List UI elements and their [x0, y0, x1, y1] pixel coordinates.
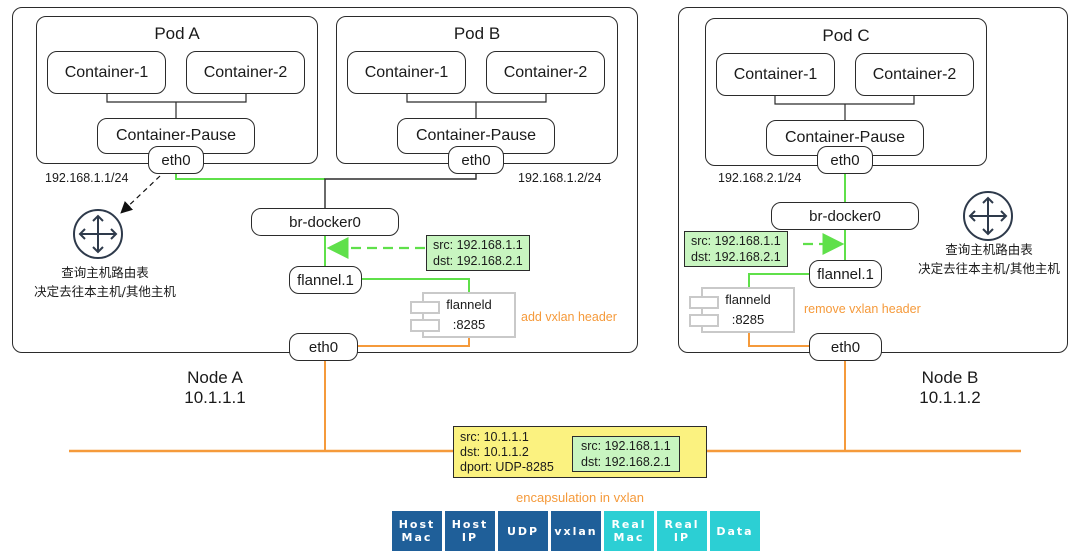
pod-b-container-2[interactable]: Container-2	[486, 51, 605, 94]
component-tab-icon	[689, 296, 719, 309]
pod-a-container-2[interactable]: Container-2	[186, 51, 305, 94]
encap-segment-line1: vxlan	[554, 524, 598, 538]
outer-packet-src: src: 10.1.1.1	[460, 430, 529, 444]
node-a-router-line2: 决定去往本主机/其他主机	[34, 284, 176, 299]
node-a-bridge[interactable]: br-docker0	[251, 208, 399, 236]
pod-a-cidr: 192.168.1.1/24	[45, 171, 129, 185]
node-a-flanneld-port: :8285	[452, 317, 486, 332]
node-a-flanneld-name: flanneld	[446, 297, 492, 312]
pod-b-container-link	[406, 92, 547, 118]
encap-segment-line1: Data	[716, 524, 754, 538]
component-tab-icon	[410, 319, 440, 332]
encap-segment-line1: Host	[451, 518, 489, 531]
component-tab-icon	[689, 314, 719, 327]
outer-vxlan-packet: src: 10.1.1.1 dst: 10.1.1.2 dport: UDP-8…	[453, 426, 707, 478]
pod-b-eth0[interactable]: eth0	[448, 146, 504, 174]
outer-packet-inner-src: src: 192.168.1.1	[581, 439, 671, 453]
node-a-router-icon	[73, 209, 123, 259]
pod-b-to-bridge-path	[324, 172, 477, 208]
node-b-flanneld-name: flanneld	[725, 292, 771, 307]
outer-packet-inner: src: 192.168.1.1 dst: 192.168.2.1	[572, 436, 680, 472]
pod-a-container-link	[106, 92, 247, 118]
node-b-inner-packet: src: 192.168.1.1 dst: 192.168.2.1	[684, 231, 788, 267]
node-b-ip: 10.1.1.2	[919, 388, 981, 407]
pod-a-title: Pod A	[154, 24, 200, 43]
encap-segment-line2: Mac	[401, 531, 433, 544]
node-b-flanneld-port: :8285	[731, 312, 765, 327]
vtep-to-daemon-a-path	[362, 278, 470, 292]
encap-segment-line2: IP	[673, 531, 691, 544]
encap-segment-line1: Real	[611, 518, 647, 531]
node-b-bridge[interactable]: br-docker0	[771, 202, 919, 230]
encap-segment-line1: Real	[664, 518, 700, 531]
node-a-router-caption: 查询主机路由表 决定去往本主机/其他主机	[14, 263, 196, 301]
encap-segment-line2: IP	[461, 531, 479, 544]
encapsulation-caption: encapsulation in vxlan	[516, 490, 644, 505]
node-b-router-line2: 决定去往本主机/其他主机	[918, 261, 1060, 276]
node-b-daemon-action: remove vxlan header	[804, 302, 921, 316]
pod-a-eth0[interactable]: eth0	[148, 146, 204, 174]
pod-c-cidr: 192.168.2.1/24	[718, 171, 802, 185]
node-b-router-caption: 查询主机路由表 决定去往本主机/其他主机	[898, 240, 1080, 278]
node-a-host-eth0[interactable]: eth0	[289, 333, 358, 361]
encap-segment-line1: UDP	[506, 524, 540, 538]
encap-segment-data: Data	[710, 511, 760, 551]
node-a-ip: 10.1.1.1	[184, 388, 246, 407]
pod-c-eth0[interactable]: eth0	[817, 146, 873, 174]
node-b-packet-dst: dst: 192.168.2.1	[691, 250, 781, 264]
node-a-name: Node A	[187, 368, 243, 387]
node-a-vtep[interactable]: flannel.1	[289, 266, 362, 294]
node-b-flanneld[interactable]: flanneld :8285	[689, 287, 795, 333]
encap-segment-line2: Mac	[613, 531, 645, 544]
component-tab-icon	[410, 301, 440, 314]
encap-segment-udp: UDP	[498, 511, 548, 551]
node-a-daemon-action: add vxlan header	[521, 310, 617, 324]
node-b-label: Node B 10.1.1.2	[895, 368, 1005, 408]
outer-packet-inner-dst: dst: 192.168.2.1	[581, 455, 671, 469]
node-b-packet-src: src: 192.168.1.1	[691, 234, 781, 248]
node-a-flanneld[interactable]: flanneld :8285	[410, 292, 516, 338]
pod-b-cidr: 192.168.1.2/24	[518, 171, 602, 185]
outer-packet-dst: dst: 10.1.1.2	[460, 445, 529, 459]
pod-a-to-bridge-path	[175, 172, 325, 180]
node-a-packet-src: src: 192.168.1.1	[433, 238, 523, 252]
pod-c-container-2[interactable]: Container-2	[855, 53, 974, 96]
pod-c-container-1[interactable]: Container-1	[716, 53, 835, 96]
node-a-inner-packet: src: 192.168.1.1 dst: 192.168.2.1	[426, 235, 530, 271]
node-a-router-line1: 查询主机路由表	[61, 265, 149, 280]
vtep-to-daemon-b-path	[748, 273, 809, 287]
pod-c-container-link	[774, 94, 915, 120]
outer-packet-dport: dport: UDP-8285	[460, 460, 554, 474]
pod-b-container-1[interactable]: Container-1	[347, 51, 466, 94]
node-b-router-line1: 查询主机路由表	[945, 242, 1033, 257]
node-a-label: Node A 10.1.1.1	[160, 368, 270, 408]
encap-segment-vxlan: vxlan	[551, 511, 601, 551]
node-b-vtep[interactable]: flannel.1	[809, 260, 882, 288]
pod-a-container-1[interactable]: Container-1	[47, 51, 166, 94]
node-b-router-icon	[963, 191, 1013, 241]
node-b-name: Node B	[921, 368, 979, 387]
encap-segment-line1: Host	[398, 518, 436, 531]
node-a-packet-dst: dst: 192.168.2.1	[433, 254, 523, 268]
node-b-host-eth0[interactable]: eth0	[809, 333, 882, 361]
pod-b-title: Pod B	[453, 24, 501, 43]
daemon-to-eth0-a-path	[358, 338, 470, 347]
pod-c-title: Pod C	[822, 26, 870, 45]
daemon-to-eth0-b-path	[748, 331, 809, 347]
